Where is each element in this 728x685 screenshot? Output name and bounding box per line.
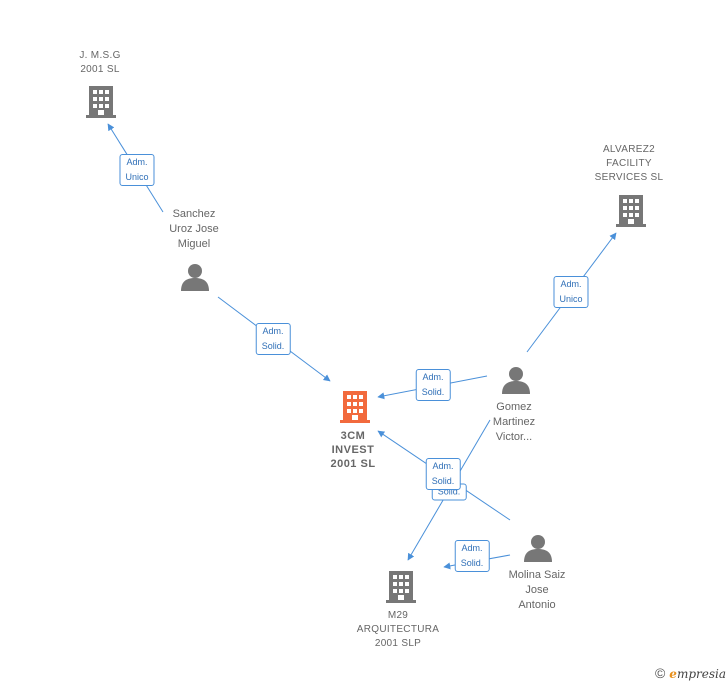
footer-brand: ©empresia — [655, 665, 726, 681]
node-label-molina[interactable]: Molina Saiz Jose Antonio — [508, 569, 566, 611]
edge-badge-adm-solid: Adm. Solid. — [454, 540, 490, 572]
edge-badge-adm-unico: Adm. Unico — [119, 154, 155, 186]
node-label-jmsg[interactable]: J. M.S.G 2001 SL — [79, 50, 121, 75]
building-icon — [386, 571, 416, 603]
brand-logo: empresia — [669, 667, 726, 681]
main-building-icon — [340, 391, 370, 423]
building-icon — [86, 86, 116, 118]
node-label-alvarez[interactable]: ALVAREZ2 FACILITY SERVICES SL — [594, 144, 664, 183]
person-icon — [502, 367, 530, 394]
building-icon — [616, 195, 646, 227]
edge-badge-adm-solid: Adm. Solid. — [415, 369, 451, 401]
person-icon — [181, 264, 209, 291]
node-label-main[interactable]: 3CM INVEST 2001 SL — [330, 430, 376, 470]
person-icon — [524, 535, 552, 562]
copyright-icon: © — [654, 665, 666, 681]
edge-badge-adm-solid: Adm. Solid. — [425, 458, 461, 490]
node-label-m29[interactable]: M29 ARQUITECTURA 2001 SLP — [356, 610, 440, 649]
edge-badge-adm-unico: Adm. Unico — [553, 276, 589, 308]
node-label-gomez[interactable]: Gomez Martinez Victor... — [492, 401, 536, 443]
node-label-sanchez[interactable]: Sanchez Uroz Jose Miguel — [169, 208, 219, 250]
edge-badge-adm-solid: Adm. Solid. — [255, 323, 291, 355]
